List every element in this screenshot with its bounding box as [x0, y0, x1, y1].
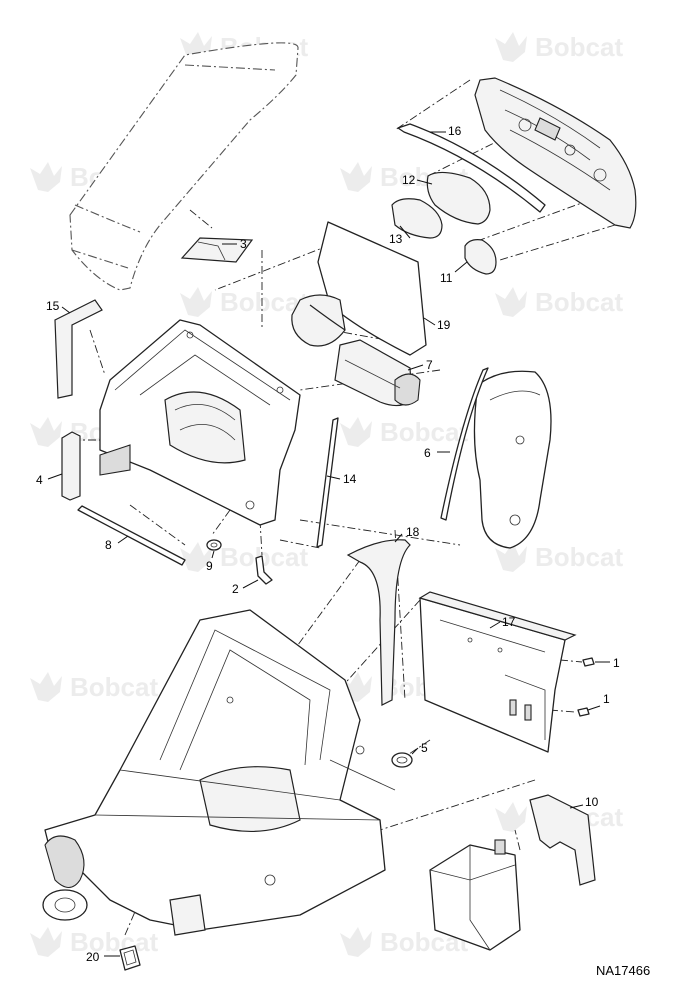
hydraulic-tank	[429, 839, 521, 951]
svg-text:Bobcat: Bobcat	[535, 32, 623, 62]
part-18-seal	[346, 539, 411, 706]
callout-3: 3	[240, 237, 247, 251]
svg-text:Bobcat: Bobcat	[535, 542, 623, 572]
part-8-trim-strip	[77, 505, 186, 566]
part-20-gasket	[119, 945, 141, 971]
roof-canopy	[69, 42, 299, 291]
callout-19: 19	[437, 318, 451, 332]
part-14-edge-strip	[316, 417, 339, 548]
leader-lines	[47, 131, 610, 957]
part-2-bracket	[255, 555, 273, 585]
svg-text:Bobcat: Bobcat	[70, 927, 158, 957]
watermark: Bobcat	[30, 672, 158, 702]
callout-17: 17	[502, 615, 516, 629]
callout-1b: 1	[603, 692, 610, 706]
callout-6: 6	[424, 446, 431, 460]
callout-18: 18	[406, 525, 420, 539]
callout-8: 8	[105, 538, 112, 552]
svg-text:Bobcat: Bobcat	[535, 287, 623, 317]
part-6-side-panel	[440, 367, 552, 549]
chassis-frame	[42, 609, 396, 936]
watermark: Bobcat	[180, 287, 308, 317]
part-4-foam	[61, 431, 81, 501]
part-1-screw-b	[577, 707, 590, 717]
callout-7: 7	[426, 358, 433, 372]
part-15-side-foam	[54, 299, 103, 399]
cab-frame	[99, 319, 301, 526]
svg-text:Bobcat: Bobcat	[220, 542, 308, 572]
callout-20: 20	[86, 950, 100, 964]
watermark: Bobcat	[180, 542, 308, 572]
watermark: Bobcat	[495, 542, 623, 572]
callout-11: 11	[440, 271, 453, 285]
callout-4: 4	[36, 473, 43, 487]
part-7-foam-block	[334, 339, 421, 407]
part-17-rear-panel	[418, 591, 577, 753]
part-11-foam	[464, 239, 497, 275]
callout-1a: 1	[613, 656, 620, 670]
callout-14: 14	[343, 472, 357, 486]
callout-16: 16	[448, 124, 462, 138]
svg-text:Bobcat: Bobcat	[70, 672, 158, 702]
callout-2: 2	[232, 582, 239, 596]
part-9-grommet	[206, 539, 222, 551]
watermark: Bobcat	[30, 927, 158, 957]
part-13-foam	[391, 198, 443, 239]
callout-15: 15	[46, 299, 60, 313]
callout-5: 5	[421, 741, 428, 755]
part-1-screw-a	[582, 657, 595, 667]
part-12-foam	[426, 171, 491, 225]
callout-10: 10	[585, 795, 599, 809]
watermark: Bobcat	[495, 32, 623, 62]
callouts: 3 16 12 13 11 19 7 15 4 14 6 8 9 2 18 17…	[36, 124, 620, 964]
callout-9: 9	[206, 559, 213, 573]
part-16-seal-strip	[397, 123, 546, 213]
rear-hood-panel	[474, 77, 637, 229]
callout-13: 13	[389, 232, 403, 246]
part-10-foam-cover	[529, 794, 596, 886]
watermark: Bobcat	[340, 417, 468, 447]
callout-12: 12	[402, 173, 416, 187]
part-5-ring	[391, 752, 413, 768]
watermark: Bobcat	[495, 287, 623, 317]
svg-text:Bobcat: Bobcat	[380, 417, 468, 447]
drawing-code: NA17466	[596, 963, 650, 978]
part-19-insulation	[291, 221, 427, 356]
